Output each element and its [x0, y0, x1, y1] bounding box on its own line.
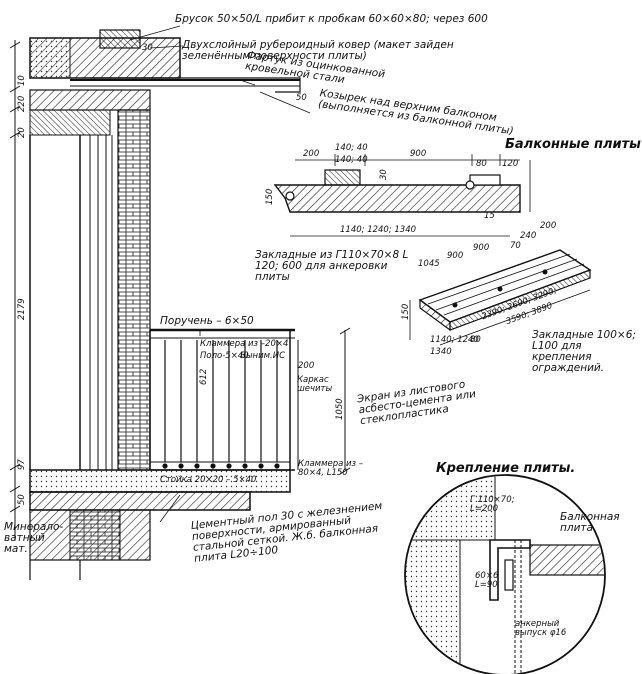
dim-rail-1050: 1050 — [335, 398, 345, 420]
plate-section — [273, 154, 531, 237]
balcony-plates-title: Балконные плиты — [505, 137, 641, 152]
dim-plate-1340: 1340 — [430, 347, 452, 357]
baluster-base — [162, 463, 168, 469]
detail-angle-label: Г 110×70; L=200 — [470, 495, 515, 514]
dim-left-2179: 2179 — [17, 298, 27, 320]
klammera-top-note: Кламмера из –20×4 — [200, 339, 289, 349]
baluster-base — [178, 463, 184, 469]
dim-left-30: 30 — [142, 43, 153, 53]
dim-plate-15: 15 — [484, 211, 495, 221]
dim-iso-900b: 900 — [473, 243, 490, 253]
dim-left-10: 10 — [17, 75, 27, 86]
leader-lines — [129, 25, 311, 523]
dim-plate-120: 120 — [502, 159, 519, 169]
left-dimension-chain — [9, 40, 21, 540]
dim-iso-80: 80 — [470, 335, 481, 345]
wall-section — [29, 29, 301, 580]
dim-rail-200: 200 — [298, 361, 315, 371]
dim-plate-200: 200 — [303, 149, 320, 159]
baluster-base — [258, 463, 264, 469]
polosa-note: Поло-5×40 — [200, 351, 249, 361]
detail-anchor-label: анкерный выпуск φ16 — [515, 619, 567, 638]
dim-plate-80: 80 — [476, 159, 487, 169]
zakladnye-top-note: Закладные из Г110×70×8 L 120; 600 для ан… — [255, 249, 409, 283]
vynim-note: Выним.ИС — [240, 351, 286, 361]
dim-iso-900a: 900 — [447, 251, 464, 261]
dim-fartuk-50: 50 — [296, 93, 307, 103]
detail-strip-label: 60×6 L=90 — [475, 571, 499, 590]
dim-iso-150: 150 — [401, 303, 411, 320]
dim-iso-240: 240 — [520, 231, 537, 241]
dim-iso-70: 70 — [510, 241, 521, 251]
dim-left-220: 220 — [17, 95, 27, 112]
dim-plate-1140: 1140; 1240; 1340 — [340, 225, 417, 235]
baluster-base — [210, 463, 216, 469]
plate-isometric — [409, 249, 592, 346]
dim-left-97: 97 — [17, 459, 27, 470]
poruchen-note: Поручень – 6×50 — [160, 315, 254, 327]
dim-plate-140a: 140; 40 — [335, 143, 368, 153]
karkas-note: Каркас шечиты — [297, 375, 333, 394]
baluster-base — [274, 463, 280, 469]
baluster-base — [194, 463, 200, 469]
kover-note: Двухслойный рубероидный ковер (макет зай… — [182, 39, 454, 62]
dim-iso-1045: 1045 — [418, 259, 440, 269]
railing-dimension — [339, 327, 351, 475]
brusok-note: Брусок 50×50/L прибит к пробкам 60×60×80… — [175, 13, 488, 25]
balcony-railing — [149, 328, 299, 471]
baluster-base — [242, 463, 248, 469]
stoyka-note: Стойка 20×20 – 5×40 — [160, 475, 257, 485]
dim-plate-1140b: 1140; 1240 — [430, 335, 479, 345]
kreplenie-title: Крепление плиты. — [436, 461, 576, 476]
dim-plate-140b: 140; 40 — [335, 155, 368, 165]
dim-left-50: 50 — [17, 494, 27, 505]
mineral-note: Минерало-ватный мат. — [4, 521, 64, 555]
detail-plate-label: Балконная плита — [560, 511, 620, 534]
dim-iso-200: 200 — [540, 221, 557, 231]
baluster-base — [226, 463, 232, 469]
dim-612: 612 — [199, 368, 209, 385]
dim-plate-900: 900 — [410, 149, 427, 159]
zakladnye-right-note: Закладные 100×6; L100 для крепления огра… — [532, 329, 636, 374]
dim-plate-150: 150 — [265, 188, 275, 205]
klammera-bottom-note: Кламмера из –80×4, L150 — [298, 459, 364, 478]
dim-left-20: 20 — [17, 127, 27, 138]
dim-plate-30: 30 — [379, 169, 389, 180]
